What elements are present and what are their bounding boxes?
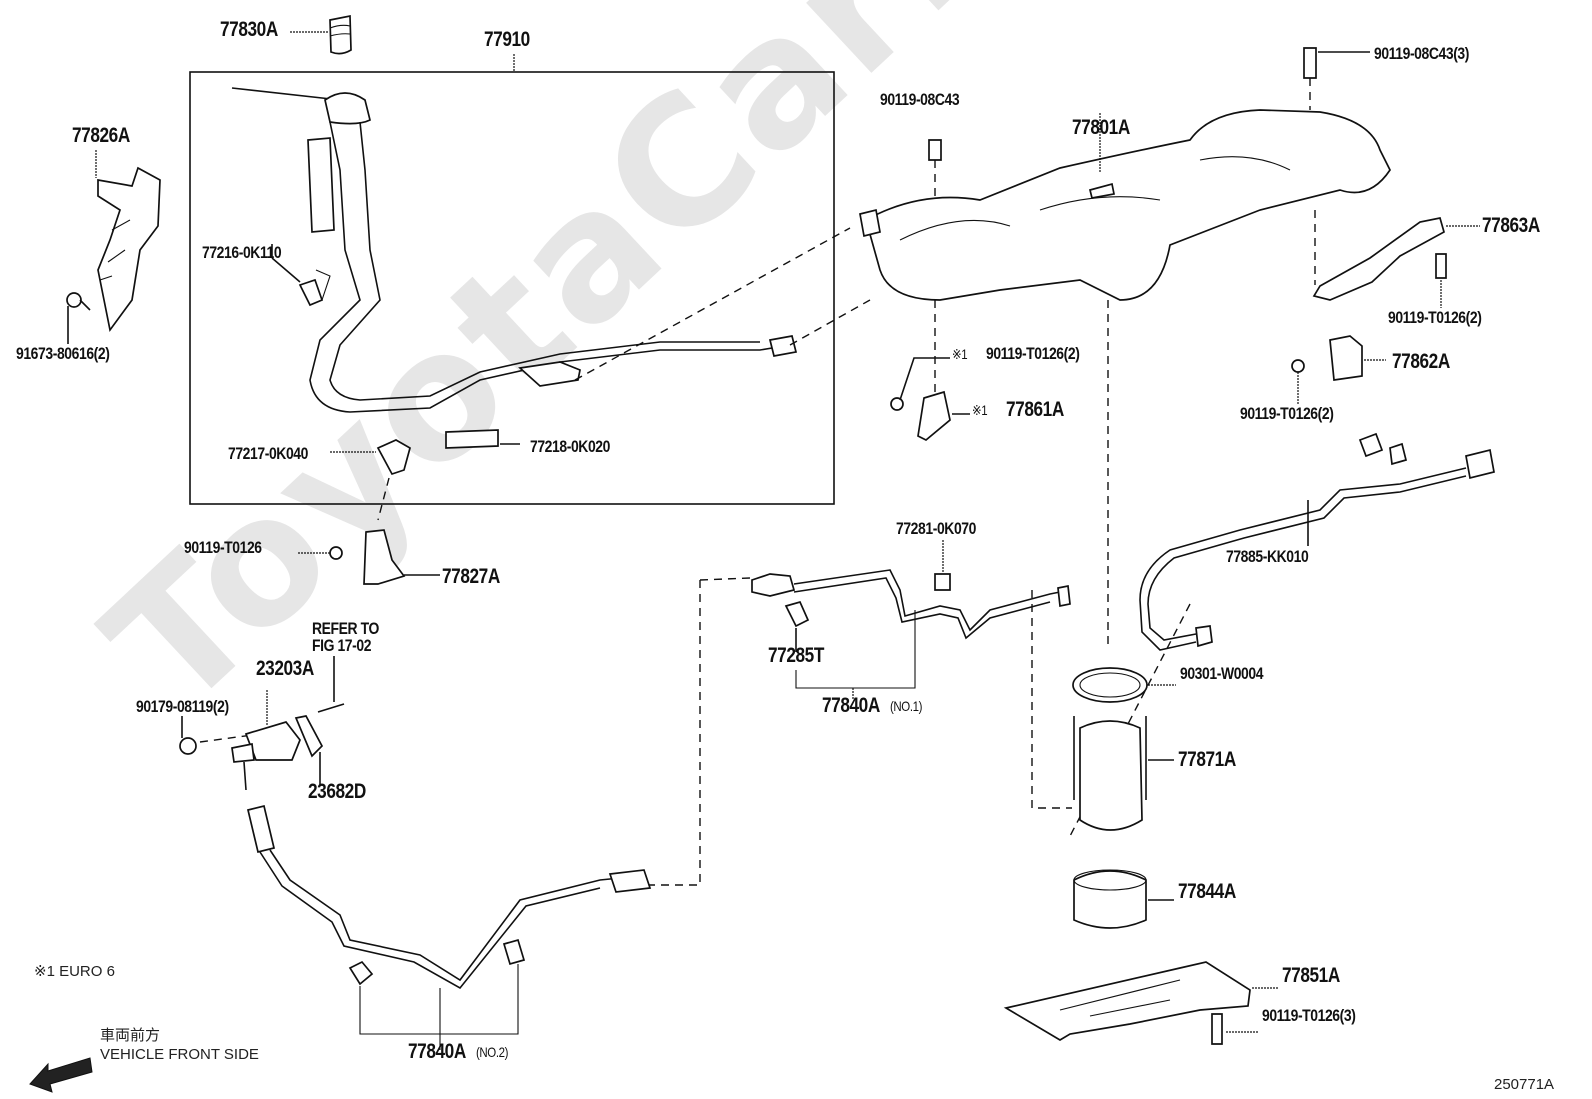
label-90179-08119: 90179-08119(2) bbox=[136, 697, 229, 716]
label-91673-80616: 91673-80616(2) bbox=[16, 344, 110, 363]
label-77862A: 77862A bbox=[1392, 350, 1450, 373]
label-77910: 77910 bbox=[484, 28, 530, 51]
label-23203A: 23203A bbox=[256, 657, 314, 680]
label-77871A: 77871A bbox=[1178, 748, 1236, 771]
direction-english: VEHICLE FRONT SIDE bbox=[100, 1046, 259, 1063]
arrow-left-icon bbox=[29, 1057, 93, 1093]
label-77840A-no2: 77840A bbox=[408, 1040, 466, 1063]
label-23682D: 23682D bbox=[308, 780, 366, 803]
retainer-ring-77844A-part bbox=[1073, 870, 1147, 929]
harness-77885-part bbox=[1139, 432, 1495, 651]
cap-77830A-part bbox=[290, 14, 352, 55]
label-77801A: 77801A bbox=[1072, 116, 1130, 139]
label-90301-W0004: 90301-W0004 bbox=[1180, 664, 1264, 683]
label-90119-T0126-3: 90119-T0126(3) bbox=[1262, 1006, 1356, 1025]
protector-77851A-part bbox=[1003, 961, 1278, 1045]
label-77863A: 77863A bbox=[1482, 214, 1540, 237]
label-90119-T0126-2-euro6: 90119-T0126(2) bbox=[986, 344, 1080, 363]
label-77830A: 77830A bbox=[220, 18, 278, 41]
label-90119-T0126-2-upper: 90119-T0126(2) bbox=[1388, 308, 1482, 327]
label-90119-T0126-2-lower: 90119-T0126(2) bbox=[1240, 404, 1334, 423]
fuel-pump-assembly bbox=[1072, 667, 1176, 929]
label-90119-08C43-3: 90119-08C43(3) bbox=[1374, 44, 1470, 63]
label-fig-17-02: FIG 17-02 bbox=[312, 636, 372, 655]
label-77216-0K110: 77216-0K110 bbox=[202, 243, 282, 262]
fuel-tank-77801A-part bbox=[859, 47, 1391, 301]
label-77851A: 77851A bbox=[1282, 964, 1340, 987]
label-77885-KK010: 77885-KK010 bbox=[1226, 547, 1309, 566]
label-euro6-mark-2: ※1 bbox=[972, 402, 988, 418]
label-77840A-no2-note: (NO.2) bbox=[476, 1044, 508, 1060]
label-77827A: 77827A bbox=[442, 565, 500, 588]
label-90119-08C43: 90119-08C43 bbox=[880, 90, 960, 109]
footnote-euro6: ※1 EURO 6 bbox=[34, 963, 115, 980]
label-77861A: 77861A bbox=[1006, 398, 1064, 421]
assembly-77910-box bbox=[189, 71, 835, 505]
valve-23203A-part bbox=[179, 656, 345, 791]
label-77218-0K020: 77218-0K020 bbox=[530, 437, 610, 456]
bracket-77862A-part bbox=[1291, 335, 1386, 404]
label-90119-T0126: 90119-T0126 bbox=[184, 538, 262, 557]
o-ring-90301-part bbox=[1072, 667, 1148, 703]
label-77285T: 77285T bbox=[768, 644, 824, 667]
bracket-77826A-part bbox=[66, 150, 161, 344]
label-77826A: 77826A bbox=[72, 124, 130, 147]
harness-77840A-no2-part bbox=[246, 804, 652, 1050]
label-77840A-no1-note: (NO.1) bbox=[890, 698, 922, 714]
bracket-77863A-part bbox=[1312, 217, 1480, 308]
label-77217-0K040: 77217-0K040 bbox=[228, 444, 308, 463]
filler-pipe-part bbox=[231, 87, 798, 476]
bracket-77827A-part bbox=[298, 529, 440, 585]
label-77840A-no1: 77840A bbox=[822, 694, 880, 717]
harness-77840A-no1-part bbox=[751, 540, 1071, 700]
pump-77871A-part bbox=[1079, 720, 1143, 831]
label-77281-0K070: 77281-0K070 bbox=[896, 519, 976, 538]
direction-japanese: 車両前方 bbox=[100, 1027, 161, 1044]
label-refer-to: REFER TO bbox=[312, 619, 379, 638]
bracket-77861A-part bbox=[890, 357, 970, 442]
figure-id: 250771A bbox=[1494, 1076, 1555, 1093]
label-euro6-mark-1: ※1 bbox=[952, 346, 968, 362]
label-77844A: 77844A bbox=[1178, 880, 1236, 903]
